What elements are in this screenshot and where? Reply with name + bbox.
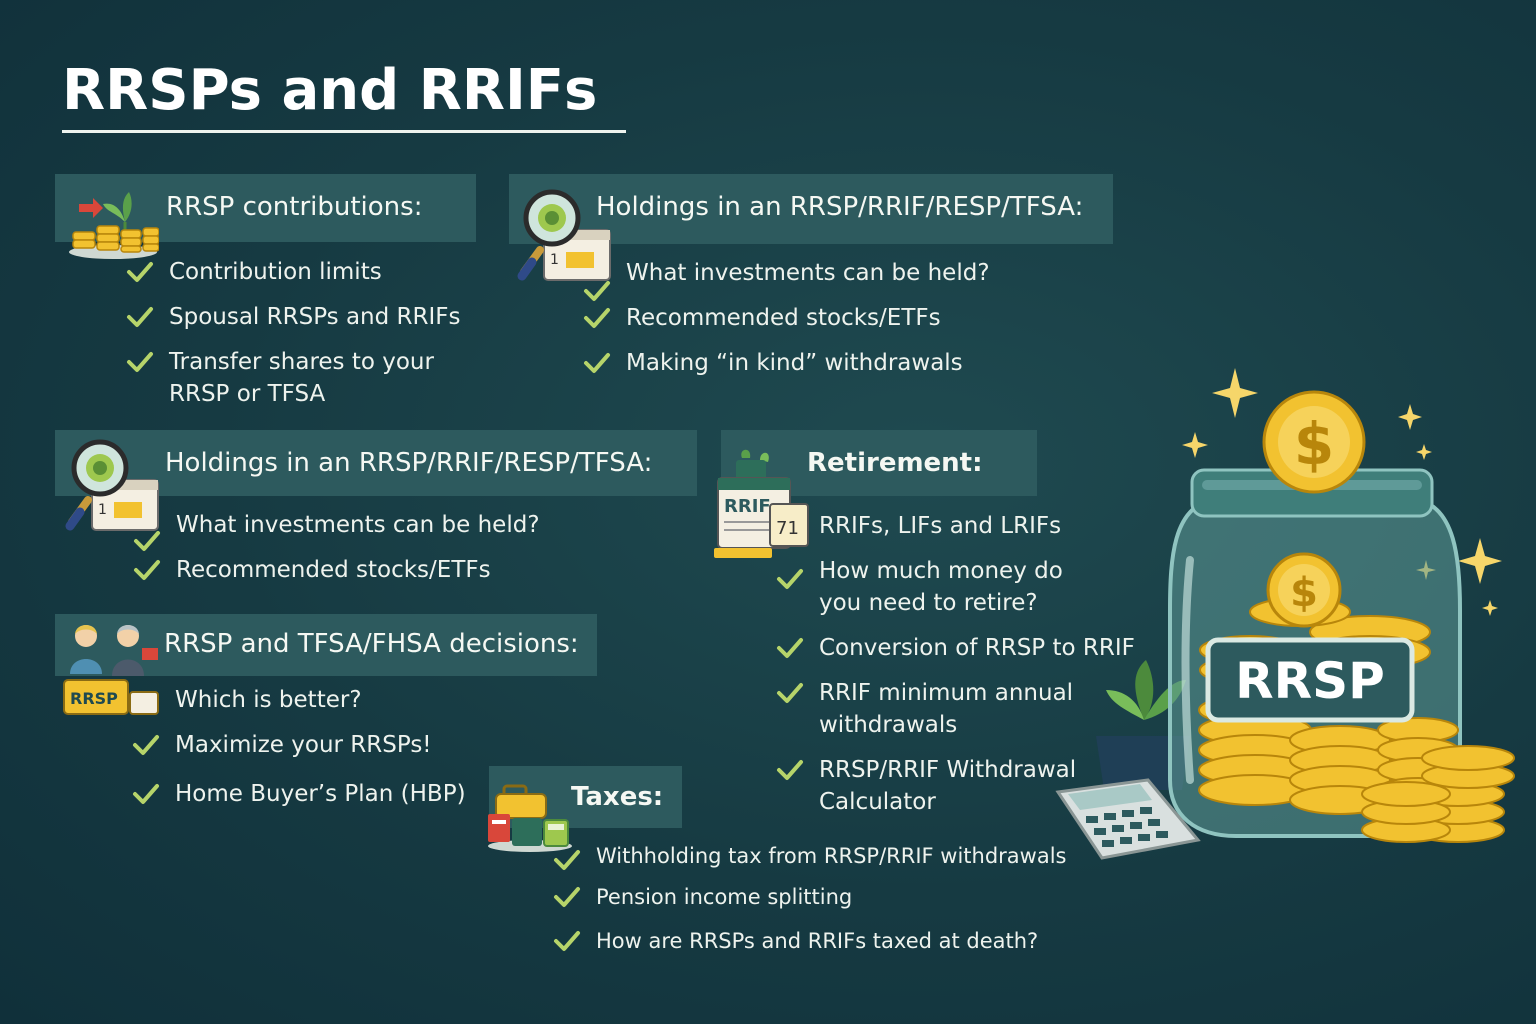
list-item[interactable]: Conversion of RRSP to RRIF [775,632,1155,664]
rrsp-jar-illustration: RRSP $ $ [1040,360,1530,880]
jar-label: RRSP [1235,652,1385,710]
list-item[interactable]: What investments can be held? [132,509,632,551]
list-item[interactable]: How are RRSPs and RRIFs taxed at death? [552,925,1092,957]
list-item-continuation: Calculator [819,789,936,815]
check-icon [133,735,159,755]
check-icon [554,850,580,870]
list-item-continuation: you need to retire? [819,590,1038,616]
section-heading: RRSP contributions: [166,192,423,222]
list-item[interactable]: Which is better? [175,687,362,713]
decisions-header[interactable]: RRSP and TFSA/FHSA decisions: [55,614,597,676]
list-item[interactable]: Recommended stocks/ETFs [132,554,632,586]
svg-text:RRIF: RRIF [724,496,771,517]
list-item[interactable]: Pension income splitting [552,881,1092,913]
check-icon [127,352,153,372]
calculator-icon [1055,778,1201,860]
list-item[interactable]: Spousal RRSPs and RRIFs [125,301,485,333]
svg-text:RRSP: RRSP [70,689,118,708]
list-item[interactable]: RRIFs, LIFs and LRIFs [819,513,1062,539]
check-icon [127,307,153,327]
holdings-left-header[interactable]: Holdings in an RRSP/RRIF/RESP/TFSA: [55,430,697,496]
title-underline [62,130,626,133]
check-icon [134,560,160,580]
magnifier-calendar-icon: 1 [510,186,614,290]
magnifier-calendar-icon: 1 [58,436,162,540]
section-heading: Taxes: [571,782,664,812]
svg-text:$: $ [1294,410,1334,478]
section-heading: Holdings in an RRSP/RRIF/RESP/TFSA: [596,192,1084,222]
section-heading: Holdings in an RRSP/RRIF/RESP/TFSA: [165,448,653,478]
rrsp-contributions-list: Contribution limits Spousal RRSPs and RR… [125,256,485,410]
list-item[interactable]: What investments can be held? [582,257,1062,301]
page-title: RRSPs and RRIFs [62,58,598,123]
section-heading: Retirement: [807,448,983,478]
list-item[interactable]: Recommended stocks/ETFs [582,302,1062,334]
svg-text:1: 1 [98,502,107,518]
check-icon [777,569,803,589]
couple-rrsp-icon: RRSP [58,622,162,730]
rrif-calendar-icon: RRIF 71 [712,448,816,568]
list-item[interactable]: RRIF minimum annual [775,677,1155,709]
svg-text:$: $ [1290,570,1318,616]
check-icon [554,887,580,907]
check-icon [777,760,803,780]
section-heading: RRSP and TFSA/FHSA decisions: [164,629,579,659]
check-icon [127,262,153,282]
list-item[interactable]: Home Buyer’s Plan (HBP) [131,778,551,810]
list-item[interactable]: Withholding tax from RRSP/RRIF withdrawa… [552,840,1092,872]
check-icon [777,683,803,703]
holdings-top-list: What investments can be held? Recommende… [582,257,1062,379]
svg-text:1: 1 [550,252,559,268]
retirement-header[interactable]: Retirement: [721,430,1037,496]
list-item[interactable]: RRSP/RRIF Withdrawal [775,754,1155,786]
check-icon [777,638,803,658]
check-icon [584,308,610,328]
svg-text:71: 71 [776,518,799,539]
retirement-list: RRIFs, LIFs and LRIFs How much money do … [775,510,1155,818]
rrsp-contributions-header[interactable]: RRSP contributions: [55,174,476,259]
taxes-list: Withholding tax from RRSP/RRIF withdrawa… [552,840,1092,957]
list-item[interactable]: Making “in kind” withdrawals [582,347,1062,379]
list-item[interactable]: How much money do [775,555,1155,589]
list-item[interactable]: Transfer shares to your [125,346,485,378]
list-item-continuation: RRSP or TFSA [169,381,326,407]
list-item-continuation: withdrawals [819,712,958,738]
decisions-list: Which is better? Maximize your RRSPs! Ho… [131,684,551,810]
briefcase-calculator-icon [484,780,574,858]
list-item[interactable]: Contribution limits [125,256,485,288]
check-icon [584,353,610,373]
check-icon [133,784,159,804]
check-icon [554,931,580,951]
check-icon [584,281,610,301]
check-icon [134,531,160,551]
list-item[interactable]: Maximize your RRSPs! [131,729,551,761]
holdings-left-list: What investments can be held? Recommende… [132,509,632,586]
